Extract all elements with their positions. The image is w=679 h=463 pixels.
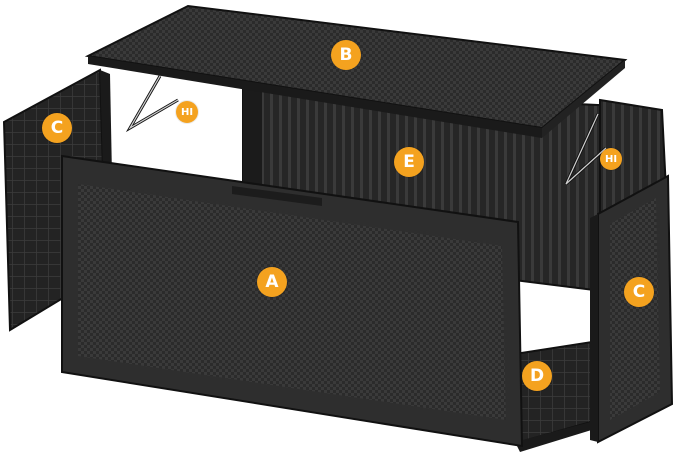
hinge-left-h [125,75,179,133]
callout-e: E [394,147,424,177]
lid-b [84,4,628,138]
front-panel-a [61,154,524,448]
callout-c-right: C [624,277,654,307]
callout-i-right-text: I [613,153,618,165]
hinge-right-h [564,113,608,186]
callout-i-left-text: I [189,106,194,118]
callout-h-right-text: H [604,153,614,165]
callout-h-left-text: H [180,106,190,118]
callout-b: B [331,40,361,70]
callout-c-left: C [42,113,72,143]
callout-a: A [257,267,287,297]
side-panel-right-c [590,174,674,444]
callout-d: D [522,361,552,391]
bottom-tray-d [513,340,600,452]
